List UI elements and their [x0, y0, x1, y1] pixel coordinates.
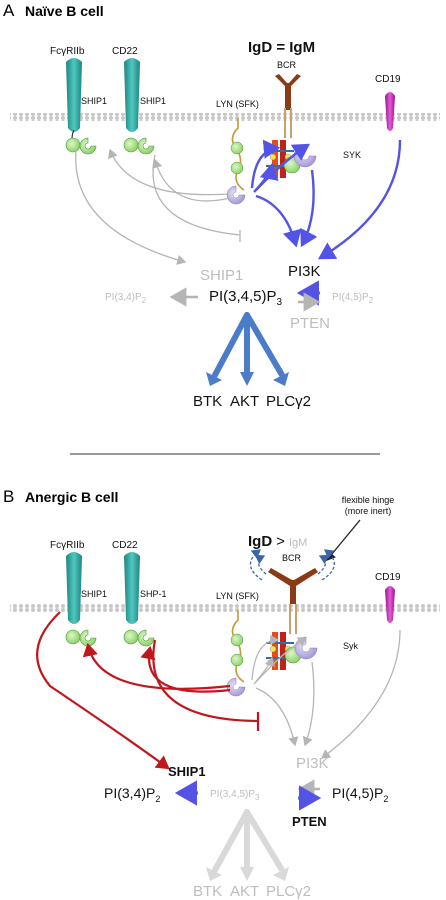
b-ship1-bold: SHIP1 [168, 764, 206, 779]
a-btk-label: BTK [193, 393, 222, 410]
b-akt-label: AKT [230, 883, 259, 900]
a-cd22-label: CD22 [112, 46, 138, 57]
b-cd19-label: CD19 [375, 572, 401, 583]
b-hinge-flex-arrows [249, 549, 335, 581]
a-inhibitory-gray-arrows [75, 148, 241, 265]
a-lyn-kinase [226, 118, 246, 205]
b-inhibitory-red-arrows [36, 611, 260, 770]
a-pten-label: PTEN [290, 315, 330, 332]
membrane-b [10, 604, 440, 612]
b-igd-igm-label: IgD>IgM [248, 533, 307, 550]
b-pi34p2-label: PI(3,4)P2 [104, 785, 160, 804]
b-pi45p2-label: PI(4,5)P2 [332, 785, 388, 804]
b-cd22-label: CD22 [112, 540, 138, 551]
a-igd-igm-label: IgD = IgM [248, 39, 315, 56]
b-shp1-domain [123, 629, 139, 645]
b-ship1-domain [65, 629, 81, 645]
panel-b-letter: B [3, 487, 14, 506]
a-pi34p2-label: PI(3,4)P2 [105, 292, 147, 305]
b-fcgr-label: FcγRIIb [50, 540, 85, 551]
a-ship1-catalytic-1 [79, 137, 97, 155]
a-fcgr-label: FcγRIIb [50, 46, 85, 57]
b-hinge-note-2: (more inert) [345, 506, 392, 516]
panel-a-title: Naïve B cell [25, 3, 104, 19]
b-hinge-note-1: flexible hinge [342, 495, 395, 505]
b-syk-kinase [294, 636, 318, 660]
a-syk-label: SYK [343, 150, 361, 160]
a-cd22-receptor [124, 58, 140, 132]
a-cd19-receptor [385, 92, 395, 131]
panel-b-title: Anergic B cell [25, 489, 118, 505]
b-downstream-arrowheads [206, 867, 289, 881]
b-pi345p3-label: PI(3,4,5)P3 [210, 789, 260, 802]
a-ship1-label-2: SHIP1 [140, 96, 166, 106]
a-plcg2-label: PLCγ2 [266, 393, 311, 410]
b-ship1-label: SHIP1 [81, 589, 107, 599]
b-lyn-label: LYN (SFK) [216, 591, 259, 601]
a-downstream-arrowheads [206, 372, 289, 386]
b-weak-activation-arrows [251, 629, 401, 759]
a-cd19-label: CD19 [375, 74, 401, 85]
membrane-a [10, 113, 440, 121]
a-pi345p3-label: PI(3,4,5)P3 [209, 288, 283, 308]
b-lyn-kinase [226, 610, 246, 697]
a-pi3k-label: PI3K [288, 263, 321, 280]
a-ship1-label-1: SHIP1 [81, 96, 107, 106]
b-btk-label: BTK [193, 883, 222, 900]
a-lyn-label: LYN (SFK) [216, 99, 259, 109]
a-lyn-activation-arrows [250, 139, 402, 260]
b-ship1-catalytic [79, 629, 97, 647]
b-pten-label: PTEN [292, 814, 327, 829]
b-cd19-receptor [385, 586, 395, 623]
a-ship1-gray: SHIP1 [200, 267, 243, 284]
panel-a-letter: A [3, 1, 15, 20]
b-plcg2-label: PLCγ2 [266, 883, 311, 900]
b-shp1-label: SHP-1 [140, 589, 167, 599]
a-ship1-catalytic-2 [137, 137, 155, 155]
a-downstream-arrows [212, 312, 285, 378]
b-bcr-label: BCR [282, 553, 302, 563]
b-hinge-pointer [326, 519, 361, 562]
a-fcgr-receptor [66, 58, 82, 132]
b-syk-label: Syk [343, 641, 359, 651]
b-fcgr-receptor [66, 552, 82, 624]
b-downstream-arrows [212, 809, 285, 873]
a-ship1-domain-1 [65, 137, 81, 153]
b-shp1-catalytic [137, 629, 155, 647]
b-cd22-receptor [124, 552, 140, 624]
a-bcr-label: BCR [277, 60, 297, 70]
b-pi3k-label: PI3K [296, 755, 329, 772]
a-akt-label: AKT [230, 393, 259, 410]
a-ship1-domain-2 [123, 137, 139, 153]
a-pi45p2-label: PI(4,5)P2 [332, 292, 374, 305]
